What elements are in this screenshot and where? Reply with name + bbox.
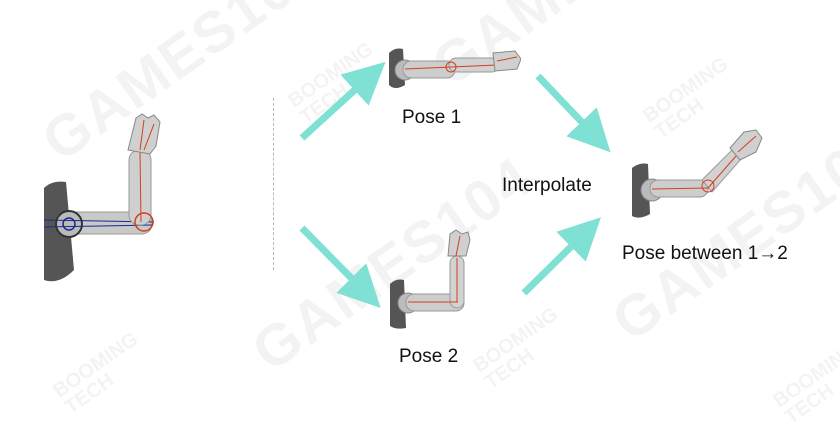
arrow-pose2-to-result [521,217,601,296]
arrow-pose1-to-result [535,73,611,153]
flow-arrows [299,61,611,308]
arm-pose1-image [389,48,521,88]
label-pose1: Pose 1 [402,107,462,128]
arm-pose2-image [390,229,471,329]
label-interpolate: Interpolate [502,175,592,196]
label-pose-between: Pose between 1→2 [622,243,788,264]
label-pose2: Pose 2 [399,346,459,367]
arrow-to-pose2 [299,225,381,308]
divider-line [273,98,275,270]
arm-reference-image [44,113,161,282]
arrow-to-pose1 [299,61,386,141]
arm-interpolated-image [632,129,763,218]
